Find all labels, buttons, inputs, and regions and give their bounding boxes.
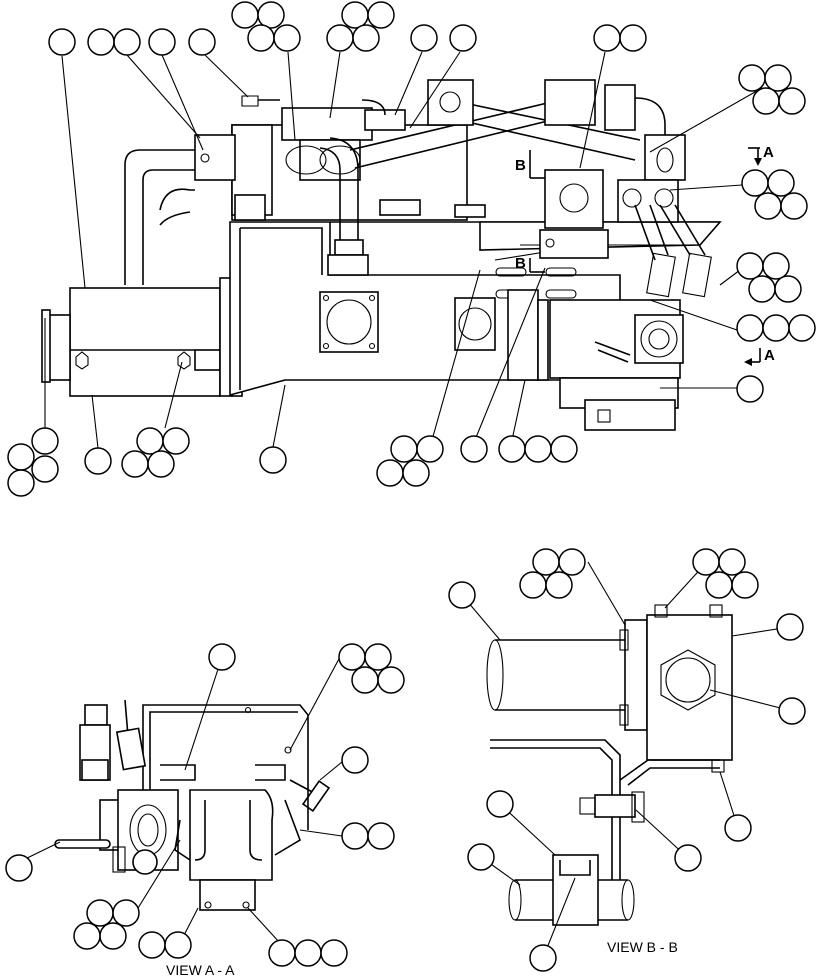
section-label-a-bottom: A — [764, 347, 775, 364]
section-label-b-lower: B — [515, 255, 526, 272]
valve-block-bb — [646, 614, 733, 761]
view-bb-drawing — [486, 604, 733, 926]
view-aa-label: VIEW A - A — [166, 962, 235, 978]
section-label-a-top: A — [763, 144, 774, 161]
view-bb-label: VIEW B - B — [607, 939, 678, 955]
section-marker-b-upper: B — [515, 150, 545, 179]
section-marker-a-top: A — [748, 144, 774, 166]
view-aa-drawing — [54, 699, 331, 911]
section-marker-a-bottom: A — [744, 347, 775, 366]
main-assembly — [41, 79, 722, 431]
section-marker-b-lower: B — [515, 255, 545, 273]
section-label-b-upper: B — [515, 157, 526, 174]
motor-body — [69, 287, 221, 397]
callout-bubbles — [5, 1, 816, 972]
mount-plate — [544, 169, 604, 229]
